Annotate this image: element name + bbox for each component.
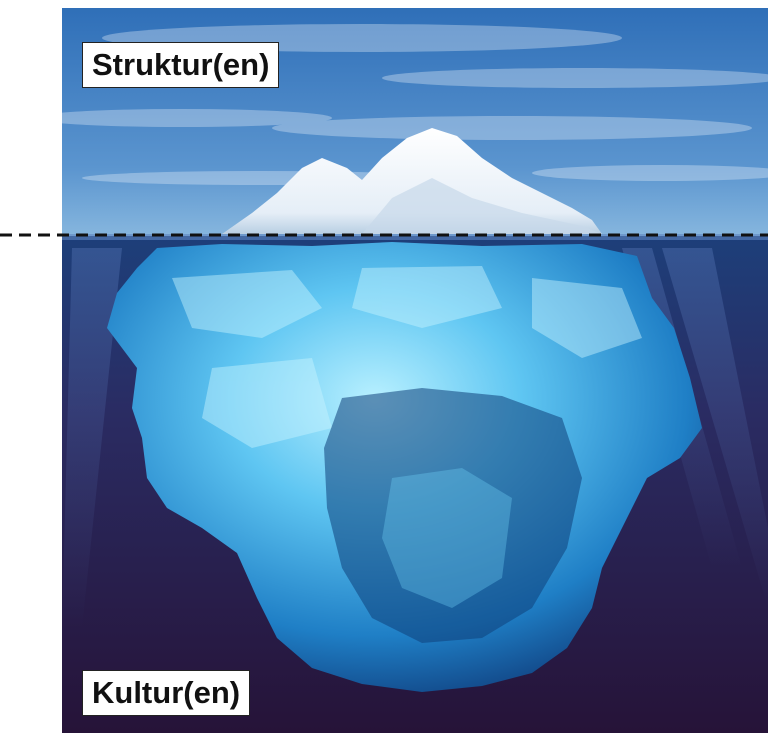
label-above-water: Struktur(en) (82, 42, 279, 88)
iceberg-photo (62, 8, 768, 733)
waterline-dashed (0, 232, 768, 238)
label-below-water: Kultur(en) (82, 670, 250, 716)
